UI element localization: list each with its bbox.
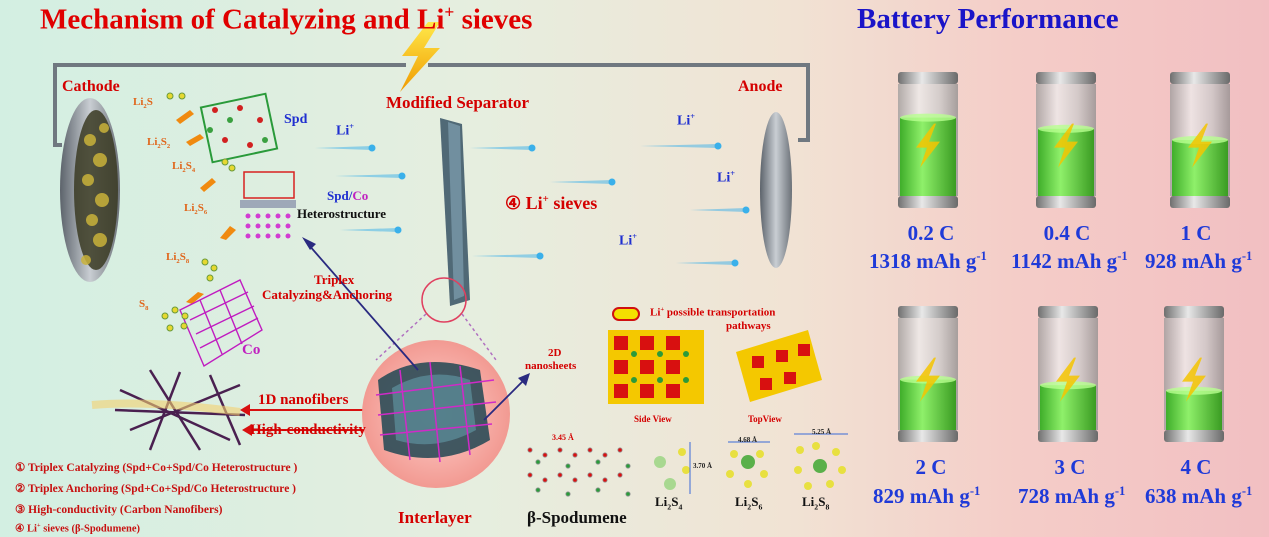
distance-label: 4.68 Å [738,436,758,444]
separator-label: Modified Separator [386,93,530,112]
li2s4-label: Li2S4 [655,494,683,512]
li-sieves-label: ④ Li+ sieves [505,193,598,213]
li-ion-label: Li+ [677,112,696,129]
distance-label: 3.70 Å [693,462,713,470]
legend-item-2: ② Triplex Anchoring (Spd+Co+Spd/Co Heter… [15,483,297,495]
li2s6-molecule [726,441,770,488]
polysulfide-label: S8 [139,298,149,313]
distance-label: 3.45 Å [552,433,574,442]
lightning-bolt-icon [400,22,440,92]
battery-capacity: 1142 mAh g-1 [1011,249,1128,273]
spd-label: Spd [284,112,308,127]
pathway-marker [612,307,640,321]
battery-capacity: 928 mAh g-1 [1145,249,1253,273]
conversion-arrows [176,110,236,304]
catalyzing-anchoring-label: Catalyzing&Anchoring [262,287,392,302]
battery-rate: 0.4 C [1043,221,1091,245]
interlayer-structure [375,361,497,463]
nanosheets-label: nanosheets [525,360,577,372]
nanofibers-label: 1D nanofibers [258,392,349,408]
catalysis-arrow [307,243,419,371]
battery-rate: 3 C [1054,455,1086,479]
li-ion-trails [315,142,750,267]
battery-icon [1170,72,1230,208]
li-ion-label: Li+ [619,232,638,249]
li2s8-molecule [794,433,848,490]
top-view-label: TopView [748,414,782,424]
spd-crystal [199,92,279,164]
battery-rate: 1 C [1180,221,1212,245]
polysulfide-molecules [161,92,236,332]
li-ion-label: Li+ [336,122,355,139]
polysulfide-label: Li2S8 [166,251,190,266]
heterostructure-model [240,171,296,239]
battery-capacity: 638 mAh g-1 [1145,484,1253,508]
pathways-label: pathways [726,320,771,332]
polysulfide-label: Li2S2 [147,136,171,151]
polysulfide-label: Li2S6 [184,202,208,217]
spodumene-label: β-Spodumene [527,508,627,527]
side-view-crystal [608,330,704,404]
battery-capacity: 829 mAh g-1 [873,484,981,508]
battery-rate: 4 C [1180,455,1212,479]
li-ion-label: Li+ [717,169,736,186]
side-view-label: Side View [634,414,672,424]
battery-rate: 0.2 C [907,221,955,245]
distance-label: 5.25 Å [812,428,832,436]
circuit-wire [53,63,406,147]
li2s8-label: Li2S8 [802,494,830,512]
battery-icon [898,306,958,442]
battery-icon [1038,306,1098,442]
spd-co-label: Spd/Co [327,188,369,203]
polysulfide-label: Li2S [133,96,153,111]
battery-icon [898,72,958,208]
li2s4-molecule [654,442,691,494]
high-conductivity-label: High-conductivity [250,422,366,438]
interlayer-label: Interlayer [398,508,472,527]
battery-capacity: 1318 mAh g-1 [869,249,987,273]
separator-zoom-circle [421,277,467,323]
pathways-label: Li+ possible transportation [650,306,776,319]
top-view-crystal [736,330,822,402]
spodumene-lattice [527,447,631,497]
anode-disc [760,112,792,268]
heterostructure-label: Heterostructure [297,206,387,221]
main-title: Mechanism of Catalyzing and Li+ sieves [40,2,533,36]
triplex-label: Triplex [314,272,355,287]
performance-title: Battery Performance [857,3,1119,35]
nanosheet-arrow [483,377,527,421]
legend-item-1: ① Triplex Catalyzing (Spd+Co+Spd/Co Hete… [15,462,298,474]
battery-rate: 2 C [915,455,947,479]
battery-icon [1164,306,1224,442]
cathode-label: Cathode [62,78,120,95]
nanosheets-label: 2D [548,347,562,359]
conductivity-glow [91,399,241,416]
circuit-wire-right [428,63,810,142]
co-label: Co [242,342,261,358]
battery-icon [1036,72,1096,208]
legend-item-4: ④ Li+ sieves (β-Spodumene) [15,522,141,535]
legend-item-3: ③ High-conductivity (Carbon Nanofibers) [15,504,223,516]
anode-label: Anode [738,78,783,95]
li2s6-label: Li2S6 [735,494,763,512]
polysulfide-label: Li2S4 [172,160,196,175]
battery-capacity: 728 mAh g-1 [1018,484,1126,508]
co-lattice [179,279,263,368]
